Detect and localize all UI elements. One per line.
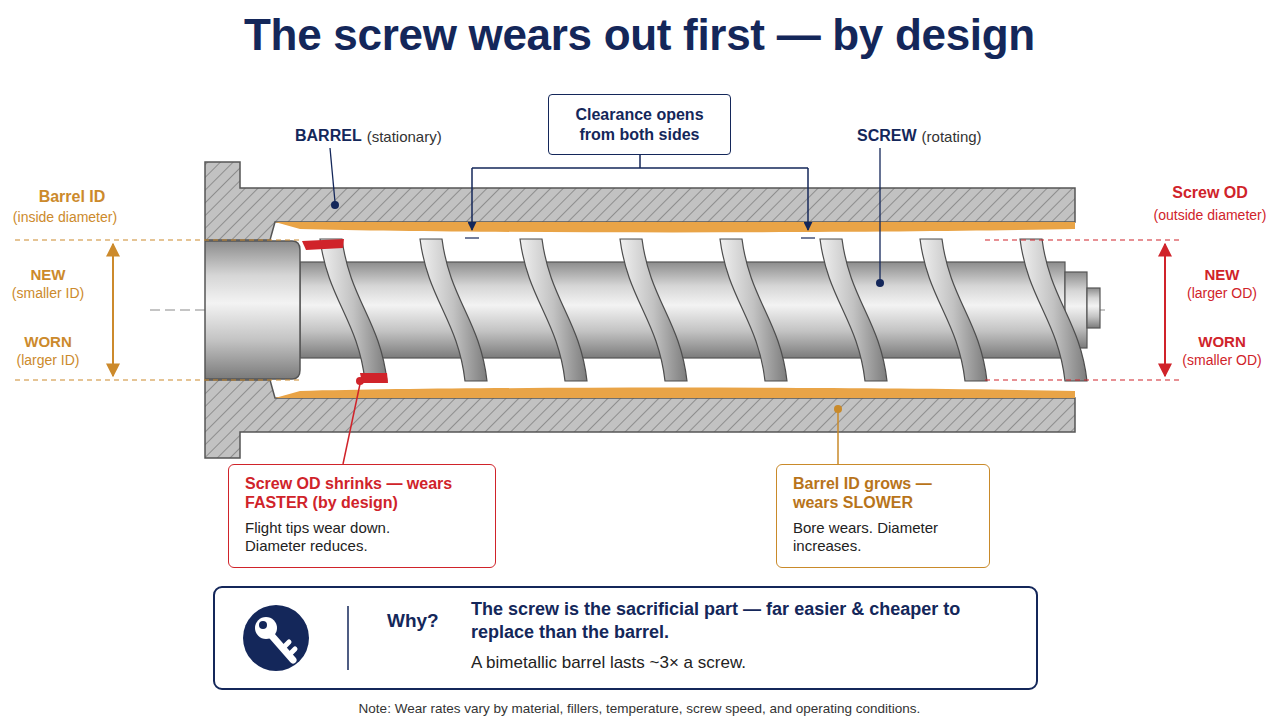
leader-dot	[356, 377, 364, 385]
screw-flight	[820, 239, 887, 381]
dimension-arrow	[112, 244, 114, 376]
barrel-wall	[205, 380, 1075, 458]
caption-note: Note: Wear rates vary by material, fille…	[0, 700, 1279, 718]
screw-flight	[720, 239, 787, 381]
info-body: A bimetallic barrel lasts ~3× a screw.	[471, 652, 1011, 673]
dimension-name: Screw OD	[1172, 184, 1248, 202]
leader-line	[879, 148, 880, 280]
callout-text: Clearance opens from both sides	[557, 105, 722, 145]
screw-flight	[920, 239, 987, 381]
dimension-name: Barrel ID	[39, 188, 106, 206]
screw-flight	[520, 239, 587, 381]
barrel-wear-layer	[275, 388, 1075, 398]
leader-line	[837, 412, 839, 464]
leader-dot	[331, 201, 339, 209]
callout-heading: Barrel ID grows — wears SLOWER	[793, 474, 975, 512]
screw-shaft	[1087, 288, 1100, 328]
info-box: Why? The screw is the sacrificial part — …	[213, 586, 1038, 690]
screw-flight	[620, 239, 687, 381]
dimension-note: (inside diameter)	[13, 208, 117, 226]
clearance-arrow	[807, 168, 809, 230]
dimension-guide	[15, 239, 300, 240]
screw-flight	[420, 239, 487, 381]
dimension-guide	[985, 379, 1180, 380]
worn-flight-tip	[360, 373, 388, 383]
screw-flights	[320, 239, 1087, 381]
part-note: (stationary)	[367, 128, 442, 146]
dimension-arrow	[1164, 244, 1166, 376]
state-label: NEW	[31, 266, 66, 284]
clearance-arrow	[471, 168, 473, 230]
callout-body: Flight tips wear down. Diameter reduces.	[245, 519, 455, 555]
state-label: WORN	[1198, 333, 1246, 351]
dimension-note: (outside diameter)	[1154, 206, 1267, 224]
diagram-title: The screw wears out first — by design	[0, 6, 1279, 64]
leader-dot	[834, 405, 842, 413]
callout-heading: Screw OD shrinks — wears FASTER (by desi…	[245, 474, 455, 512]
state-note: (larger ID)	[16, 351, 79, 369]
divider-line	[347, 606, 349, 670]
leader-dot	[876, 279, 884, 287]
leader-line	[330, 148, 335, 202]
info-question: Why?	[387, 610, 439, 632]
clearance-bracket	[472, 155, 808, 168]
callout-body: Bore wears. Diameter increases.	[793, 519, 975, 555]
worn-flight-tip	[302, 239, 344, 250]
barrel-wear-layer	[275, 222, 1075, 232]
state-label: NEW	[1205, 266, 1240, 284]
key-icon	[283, 642, 295, 655]
part-note: (rotating)	[922, 128, 982, 146]
dimension-guide	[15, 379, 300, 380]
screw-shank	[205, 241, 300, 379]
state-note: (smaller OD)	[1182, 351, 1261, 369]
clearance-tick	[801, 237, 815, 238]
key-icon-badge	[243, 605, 309, 671]
part-name: BARREL	[295, 127, 362, 145]
callout-box: Barrel ID grows — wears SLOWER Bore wears…	[776, 464, 990, 568]
state-note: (smaller ID)	[12, 284, 84, 302]
state-label: WORN	[24, 333, 72, 351]
screw-flight	[320, 239, 387, 381]
leader-line	[343, 384, 360, 464]
part-name: SCREW	[857, 127, 917, 145]
screw-flight	[1020, 239, 1087, 381]
callout-box: Clearance opens from both sides	[548, 94, 731, 155]
clearance-tick	[465, 237, 479, 238]
state-note: (larger OD)	[1187, 284, 1257, 302]
key-icon	[259, 621, 267, 629]
dimension-guide	[985, 239, 1180, 240]
callout-box: Screw OD shrinks — wears FASTER (by desi…	[228, 464, 496, 568]
info-statement: The screw is the sacrificial part — far …	[471, 598, 1011, 644]
